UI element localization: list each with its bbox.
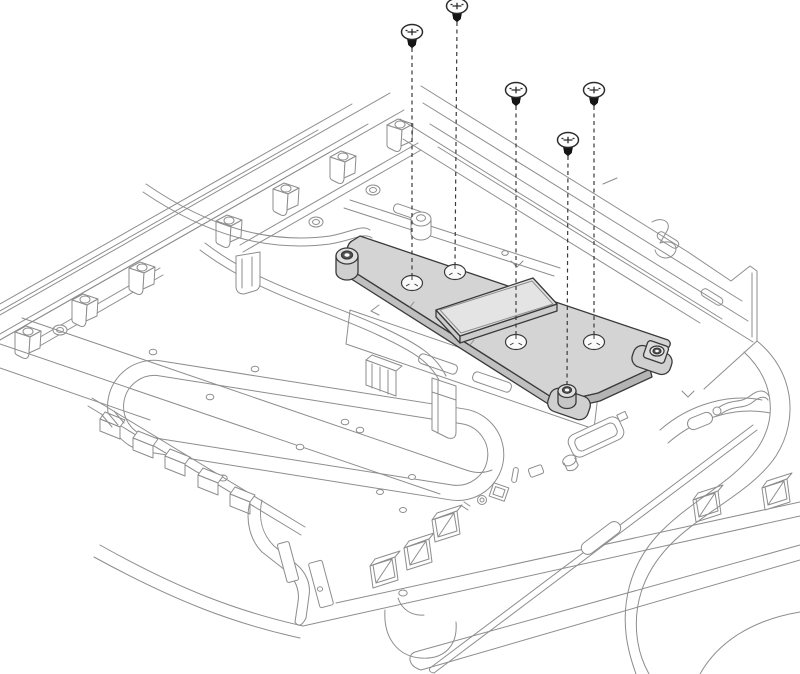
auxiliary-cold-plate: [335, 211, 673, 421]
rail-connector: [164, 448, 191, 477]
chip-port: [488, 482, 510, 502]
phillips-cross-icon: [561, 136, 575, 144]
rail-standoff: [365, 184, 381, 196]
screw-5: [582, 81, 606, 107]
standoff-tower: [386, 118, 414, 152]
screw-leader-line: [454, 21, 458, 266]
cable-rod: [429, 424, 758, 674]
screw-leader-line: [566, 155, 569, 386]
network-cage: [369, 550, 401, 589]
network-cage: [403, 532, 435, 571]
rear-wall: [399, 85, 758, 390]
cable-clip: [235, 251, 261, 295]
bottom-port-wall: [93, 464, 800, 639]
phillips-cross-icon: [450, 2, 464, 10]
carrier-bracket-edge: [343, 207, 555, 277]
arm-pill: [687, 411, 713, 431]
tray-surface: [0, 177, 695, 513]
countersunk-screw-hole: [504, 333, 528, 351]
vga-connector: [562, 410, 629, 472]
step-slot: [472, 371, 512, 393]
connector-hatch: [101, 410, 125, 428]
apron-hole: [398, 589, 408, 597]
plate-tab-right: [631, 340, 673, 376]
wall-slot: [700, 288, 724, 306]
chassis-fan-lines: [0, 92, 405, 341]
countersunk-screw-hole: [443, 263, 467, 281]
apron-u-cutout: [384, 609, 457, 659]
plate-standoff-collar: [335, 247, 359, 281]
rod-sleeve: [580, 521, 622, 555]
standoff-tower: [71, 293, 99, 327]
channel-bracket: [431, 377, 457, 439]
plate-tab-bottom: [547, 383, 591, 421]
mini-hose: [717, 390, 770, 409]
phillips-cross-icon: [509, 86, 523, 94]
rail-connector: [197, 467, 224, 496]
mini-port: [527, 464, 545, 478]
tab-hole: [316, 586, 324, 592]
chassis-foot: [247, 499, 334, 626]
standoff-tower-row-upper: [215, 118, 422, 253]
screw-2: [445, 0, 469, 23]
screw-3: [504, 81, 528, 107]
handle-bar: [409, 544, 800, 671]
phillips-cross-icon: [587, 86, 601, 94]
wall-slot: [656, 231, 680, 249]
network-port: [431, 504, 463, 543]
countersunk-screw-hole: [400, 274, 424, 292]
wall-hook-cutout: [651, 219, 677, 259]
countersunk-screw-hole: [582, 333, 606, 351]
port-marks: [461, 501, 471, 511]
component-contact-pad: [435, 277, 558, 344]
rail-connector: [132, 430, 159, 459]
wall-corner-bracket: [687, 251, 758, 390]
tray-holes: [148, 250, 509, 513]
hose-end: [712, 406, 722, 416]
water-loop-outer: [107, 359, 505, 502]
latch-tab: [276, 541, 300, 583]
rail-standoff: [308, 216, 324, 228]
screw-1: [400, 23, 424, 49]
step-slot: [418, 353, 458, 375]
screw-leader-lines: [411, 21, 595, 386]
carrier-standoff-collar: [410, 211, 432, 241]
screw-4: [556, 131, 580, 157]
standoff-tower: [272, 182, 300, 216]
front-connector-rail: [87, 397, 306, 536]
screws: [400, 0, 606, 157]
network-cage: [692, 484, 724, 523]
latch-tab: [308, 559, 334, 609]
rail-standoff: [52, 324, 68, 336]
standoff-tower: [128, 261, 156, 295]
round-standoff: [477, 495, 487, 505]
rail-connector: [229, 486, 256, 515]
bottom-apron: [384, 544, 800, 671]
water-loop-inner: [123, 374, 489, 486]
chassis-arm: [624, 340, 800, 674]
phillips-cross-icon: [405, 28, 419, 36]
standoff-tower: [215, 214, 243, 248]
pill-port: [511, 467, 519, 483]
standoff-tower: [329, 150, 357, 184]
standoff-tower-row-lower: [14, 261, 164, 359]
